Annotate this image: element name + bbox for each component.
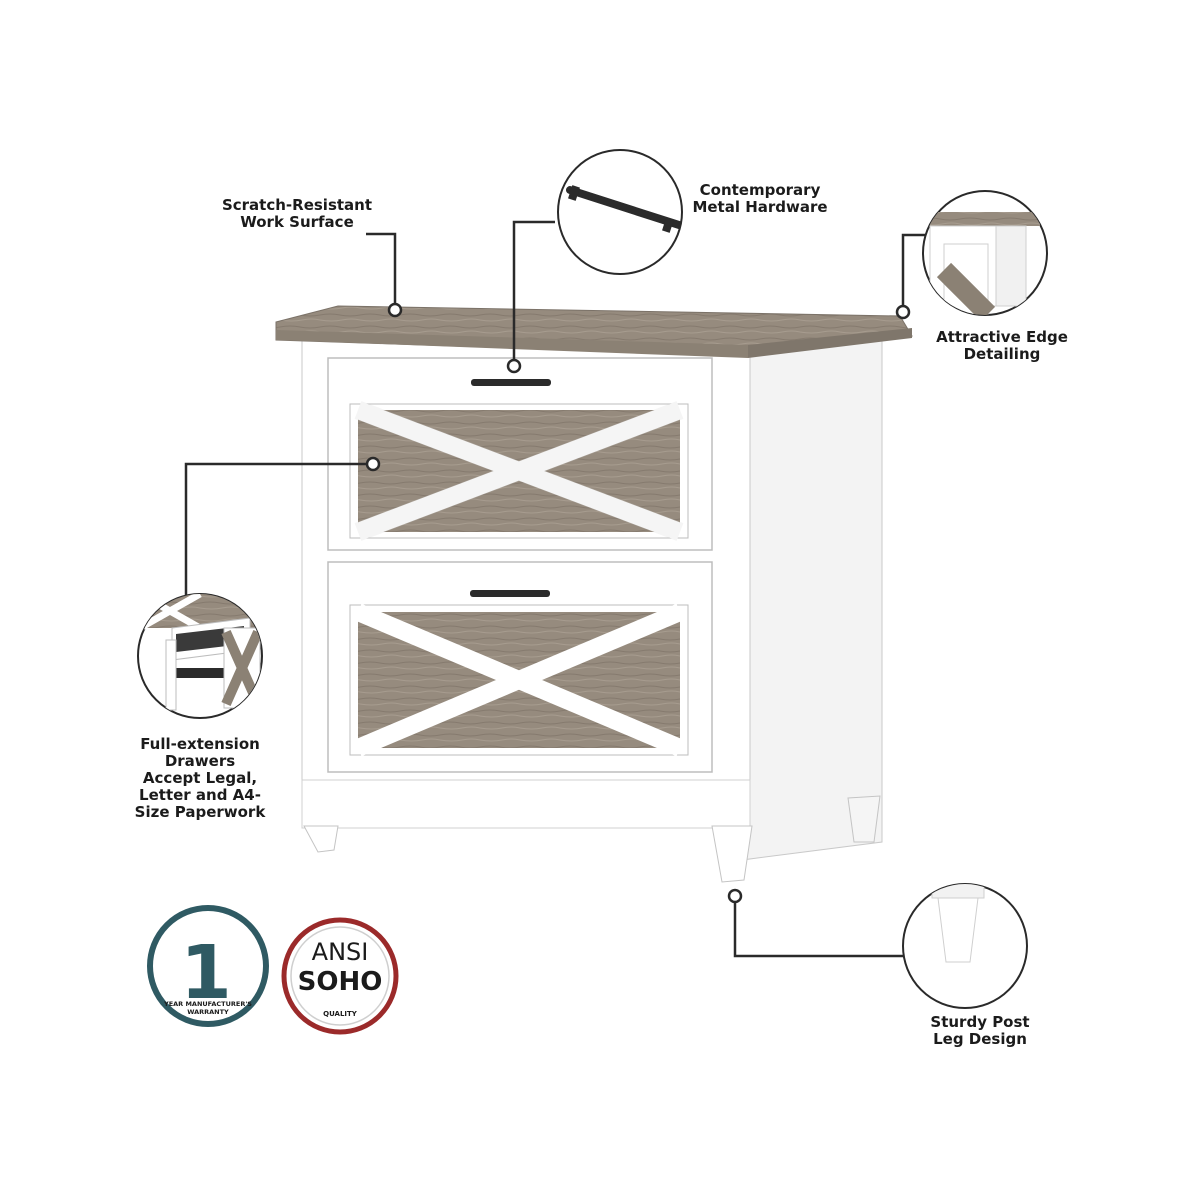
bottom-drawer	[327, 561, 713, 773]
callout-hardware: Contemporary Metal Hardware	[692, 181, 828, 216]
svg-text:SOHO: SOHO	[298, 967, 383, 997]
callout-edge-detailing: Attractive Edge Detailing	[936, 328, 1068, 363]
bottom-drawer-handle	[470, 590, 550, 597]
lateral-file-cabinet	[275, 305, 913, 883]
svg-text:WARRANTY: WARRANTY	[187, 1008, 229, 1016]
zoom-hardware	[557, 149, 683, 275]
leader-lines	[184, 220, 930, 958]
svg-text:YEAR MANUFACTURER'S: YEAR MANUFACTURER'S	[163, 1000, 252, 1008]
svg-text:ANSI: ANSI	[312, 938, 369, 966]
zoom-edge-detail	[922, 190, 1048, 316]
warranty-number: 1	[180, 930, 232, 1016]
cabinet-legs	[303, 795, 881, 883]
warranty-badge: 1 YEAR MANUFACTURER'S WARRANTY	[147, 905, 269, 1027]
callout-drawers: Full-extension Drawers Accept Legal, Let…	[134, 735, 266, 821]
callout-leg-design: Sturdy Post Leg Design	[930, 1013, 1030, 1048]
top-drawer	[327, 357, 713, 551]
ansi-soho-badge: ANSI SOHO QUALITY	[281, 917, 399, 1035]
callout-work-surface: Scratch-Resistant Work Surface	[221, 196, 373, 231]
zoom-leg	[902, 883, 1028, 1009]
top-drawer-handle	[471, 379, 551, 386]
svg-text:QUALITY: QUALITY	[323, 1010, 358, 1018]
work-surface-top	[275, 305, 913, 358]
zoom-drawer-extension	[137, 593, 263, 719]
